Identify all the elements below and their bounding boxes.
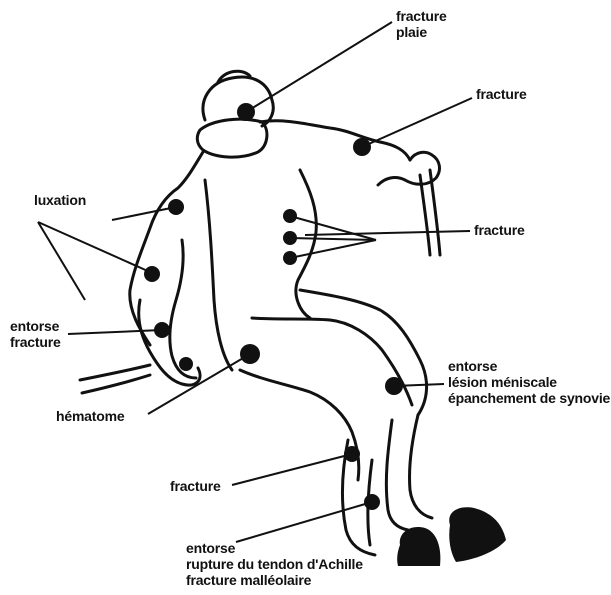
- label-ribs: fracture: [474, 222, 525, 238]
- leader-lines: [38, 22, 472, 542]
- label-ankle-line-1: entorse: [186, 540, 363, 556]
- label-hematome-line-1: hématome: [56, 408, 124, 424]
- label-hematome: hématome: [56, 408, 124, 424]
- label-shoulder: fracture: [476, 86, 527, 102]
- marker-ankle: [364, 494, 380, 510]
- leader-ribs-2: [290, 238, 376, 240]
- marker-rib-1: [283, 209, 297, 223]
- label-head: fracture plaie: [396, 8, 447, 40]
- left-boot: [397, 527, 440, 566]
- label-wrist-line-1: entorse: [10, 318, 61, 334]
- label-knee-line-1: entorse: [448, 358, 610, 374]
- leader-hematome: [148, 354, 250, 414]
- marker-hand: [179, 357, 193, 371]
- leader-head: [246, 22, 392, 112]
- label-leg-line-1: fracture: [170, 478, 221, 494]
- marker-shoulder: [353, 138, 371, 156]
- skier-outline: [80, 71, 440, 555]
- marker-wrist: [154, 322, 170, 338]
- marker-hip: [240, 344, 260, 364]
- leader-luxation-a: [38, 222, 85, 300]
- marker-knee: [385, 377, 403, 395]
- leader-luxation-upper: [112, 207, 176, 220]
- label-knee: entorse lésion méniscale épanchement de …: [448, 358, 610, 406]
- marker-rib-2: [283, 231, 297, 245]
- label-head-line-2: plaie: [396, 24, 447, 40]
- label-wrist-line-2: fracture: [10, 334, 61, 350]
- leader-leg: [232, 454, 352, 485]
- leader-shoulder: [362, 98, 472, 147]
- label-knee-line-3: épanchement de synovie: [448, 390, 610, 406]
- leader-wrist: [68, 330, 162, 334]
- injury-markers: [144, 103, 403, 510]
- marker-shin: [344, 446, 360, 462]
- label-shoulder-line-1: fracture: [476, 86, 527, 102]
- leader-ankle: [236, 502, 372, 542]
- label-ribs-line-1: fracture: [474, 222, 525, 238]
- label-luxation: luxation: [34, 192, 86, 208]
- marker-upper-arm: [168, 199, 184, 215]
- leader-ribs-main: [305, 231, 470, 235]
- label-leg: fracture: [170, 478, 221, 494]
- label-ankle-line-3: fracture malléolaire: [186, 572, 363, 588]
- marker-rib-3: [283, 251, 297, 265]
- leader-luxation-b: [38, 222, 150, 272]
- marker-head: [237, 103, 255, 121]
- label-knee-line-2: lésion méniscale: [448, 374, 610, 390]
- leader-ribs-1: [290, 216, 376, 240]
- label-ankle: entorse rupture du tendon d'Achille frac…: [186, 540, 363, 588]
- right-boot: [449, 507, 506, 562]
- label-wrist: entorse fracture: [10, 318, 61, 350]
- label-ankle-line-2: rupture du tendon d'Achille: [186, 556, 363, 572]
- label-head-line-1: fracture: [396, 8, 447, 24]
- marker-elbow: [144, 266, 160, 282]
- leader-ribs-3: [290, 240, 376, 258]
- label-luxation-line-1: luxation: [34, 192, 86, 208]
